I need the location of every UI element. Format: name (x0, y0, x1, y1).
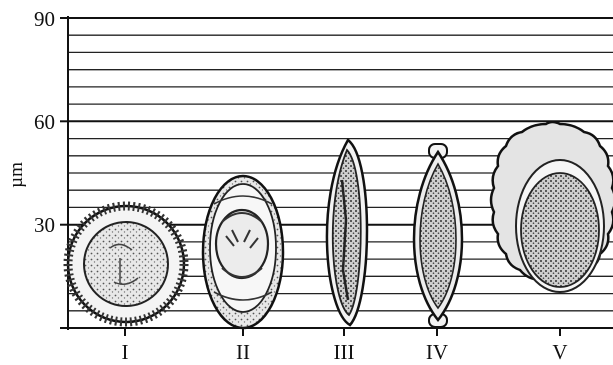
category-label-I: I (122, 340, 129, 364)
category-label-IV: IV (426, 340, 448, 364)
y-axis-label: µm (6, 162, 27, 188)
egg-V-illustration (491, 122, 613, 292)
y-tick-label-90: 90 (34, 7, 55, 31)
x-ticks (125, 328, 560, 336)
category-label-V: V (552, 340, 567, 364)
y-tick-label-60: 60 (34, 110, 55, 134)
egg-IV-illustration (414, 144, 462, 327)
egg-I-illustration (68, 206, 184, 322)
y-tick-label-30: 30 (34, 213, 55, 237)
category-label-III: III (334, 340, 355, 364)
egg-II-illustration (203, 176, 283, 328)
egg-III-illustration (327, 140, 367, 325)
category-label-II: II (236, 340, 250, 364)
